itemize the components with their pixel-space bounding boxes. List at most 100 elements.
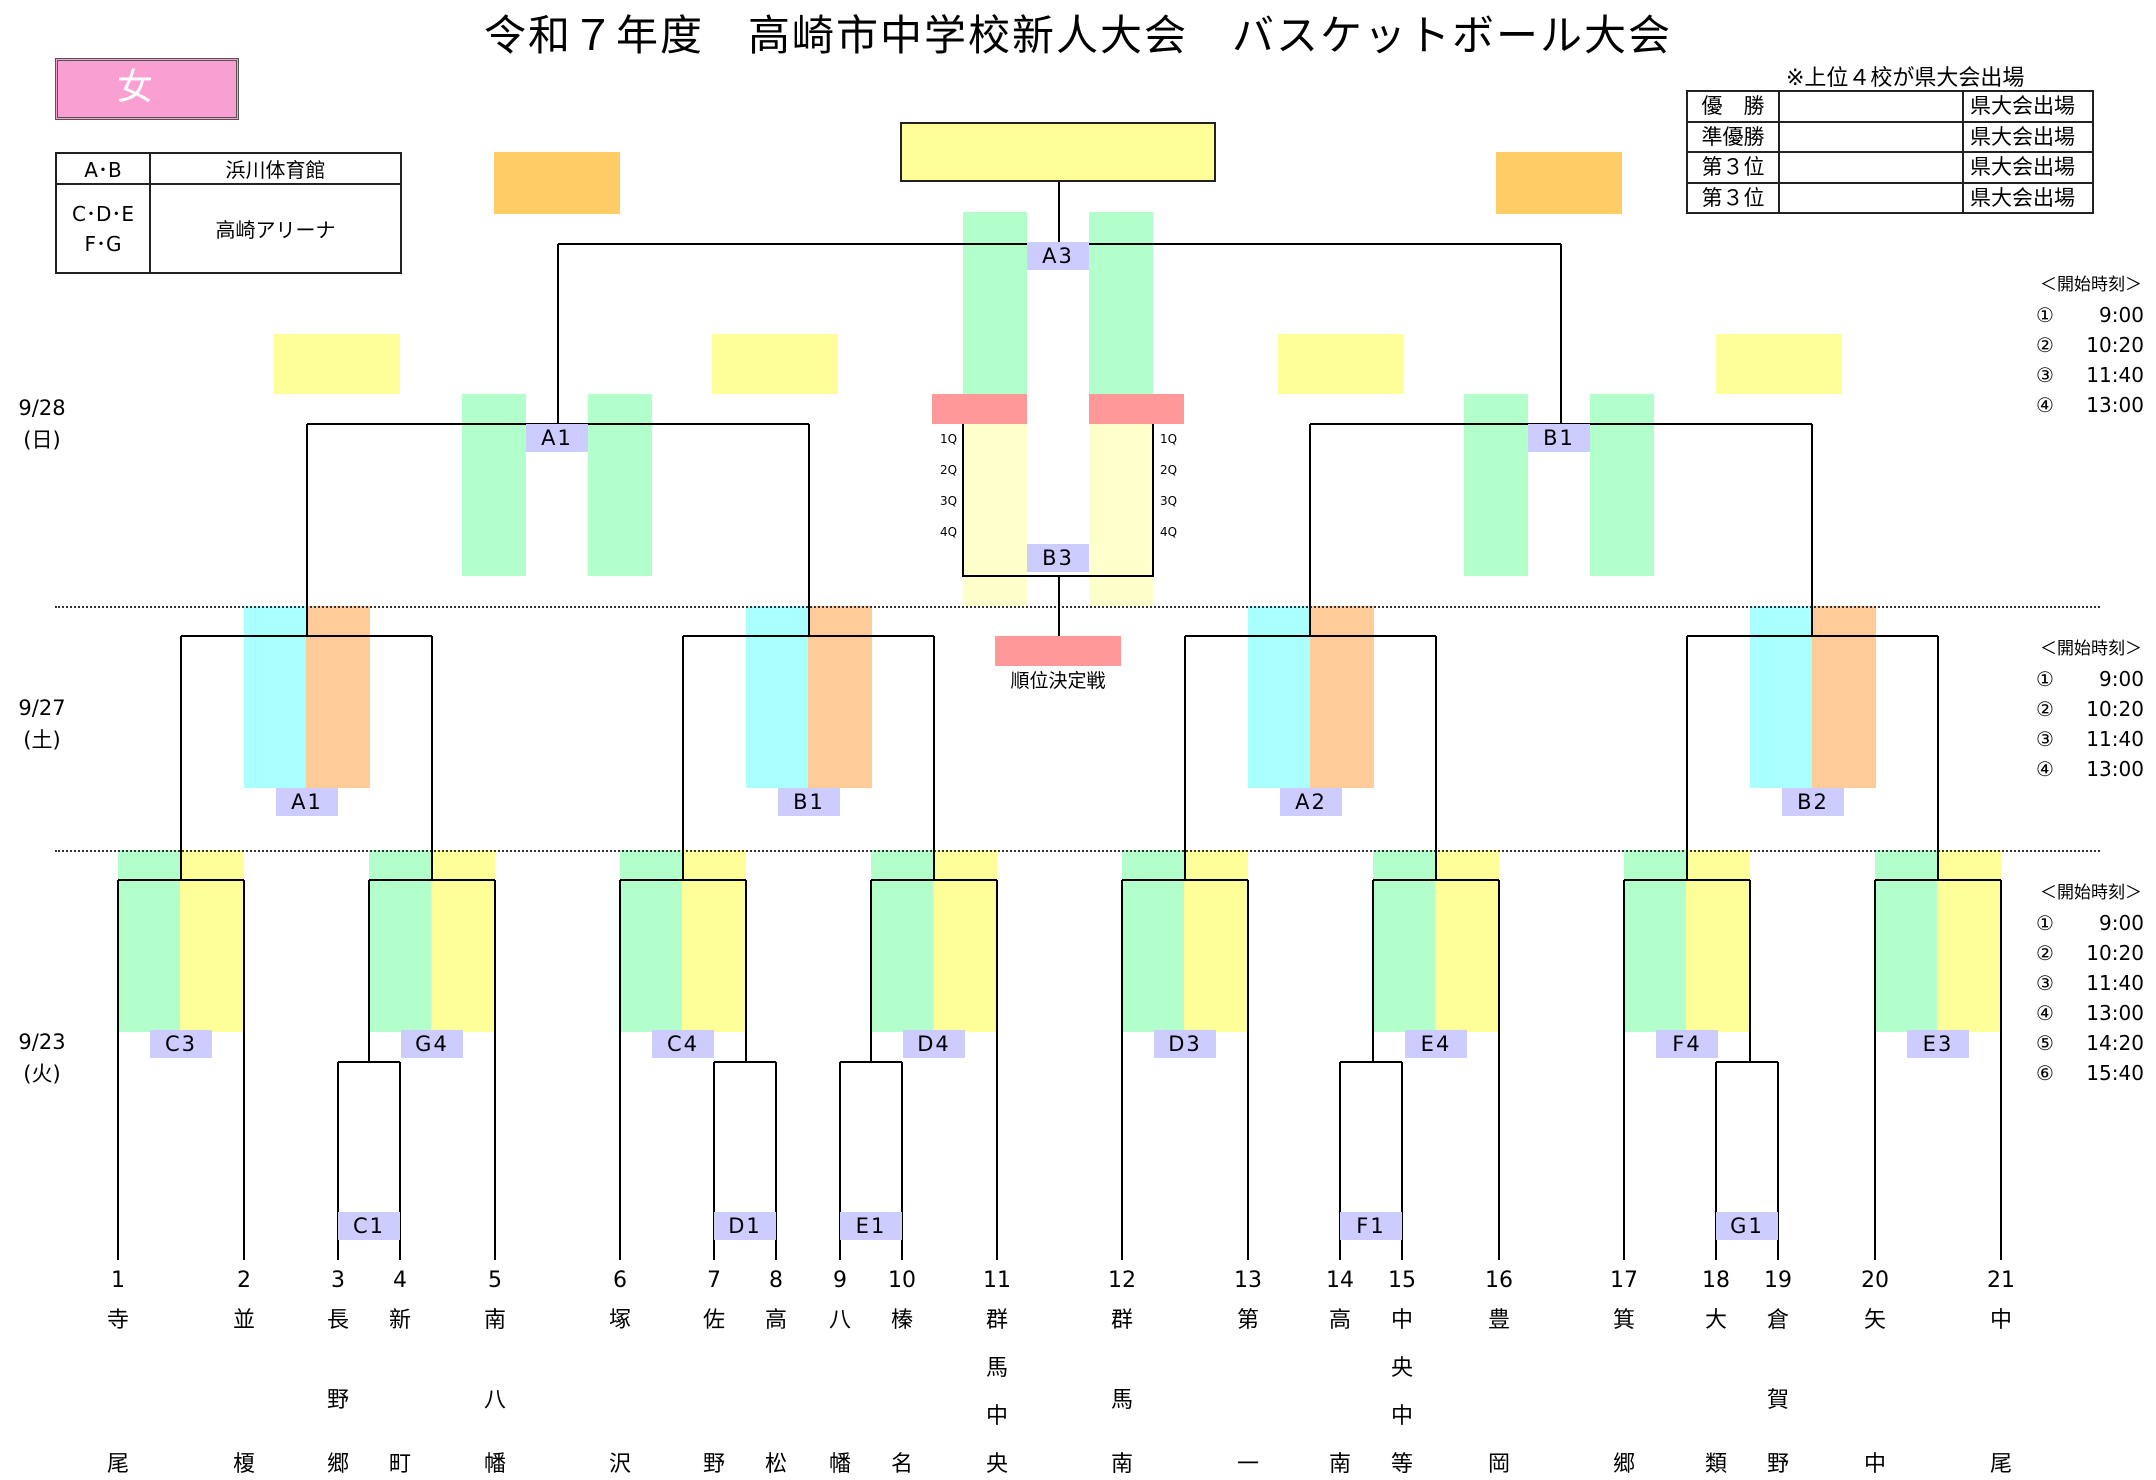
day-separator: [55, 606, 2100, 608]
start-times-title: ＜開始時刻＞: [2040, 275, 2142, 295]
quarter-label: 1Q: [1160, 432, 1178, 446]
game-label-r2: C3: [150, 1030, 212, 1058]
team-name-char: 大: [1704, 1308, 1727, 1333]
day-label: 9/28(日): [12, 392, 72, 456]
time-row: ⑤ 14:20: [2036, 1031, 2144, 1055]
team-name-char: 寺: [106, 1308, 129, 1333]
team-number: 3: [331, 1268, 345, 1293]
date: 9/23: [18, 1030, 66, 1054]
third-place-box: [995, 636, 1121, 666]
team-number: 5: [488, 1268, 502, 1293]
third-place-label: 順位決定戦: [1010, 670, 1106, 692]
day-separator: [55, 850, 2100, 852]
game-label-final: A3: [1027, 242, 1089, 270]
team-number: 14: [1326, 1268, 1354, 1293]
time-row: ⑥ 15:40: [2036, 1061, 2144, 1085]
team-name-char: 一: [1236, 1452, 1259, 1477]
time-row: ③ 11:40: [2036, 727, 2144, 751]
quarter-label: 4Q: [940, 525, 958, 539]
team-name-char: 町: [388, 1452, 411, 1477]
weekday: (火): [23, 1062, 61, 1086]
team-name-char: 賀: [1766, 1388, 1789, 1413]
game-label-r2: E3: [1907, 1030, 1969, 1058]
rank-note: 県大会出場: [1962, 181, 2094, 214]
qf-line: [1184, 635, 1437, 880]
team-name-char: 央: [1390, 1356, 1413, 1381]
quarter-label: 2Q: [940, 463, 958, 477]
team-number: 18: [1702, 1268, 1730, 1293]
score-box-right: [1496, 152, 1622, 214]
team-column: 14 高南: [1320, 1268, 1360, 1478]
start-times-day1: ＜開始時刻＞ ① 9:00 ② 10:20 ③ 11:40 ④ 13:00 ⑤ …: [2036, 878, 2144, 1088]
rank-team: [1778, 120, 1964, 153]
rank-label: 第３位: [1686, 151, 1780, 184]
team-number: 19: [1764, 1268, 1792, 1293]
quarter-label: 3Q: [1160, 494, 1178, 508]
team-number: 11: [983, 1268, 1011, 1293]
team-name-char: 央: [985, 1452, 1008, 1477]
team-name-char: 郷: [1612, 1452, 1635, 1477]
team-name-char: 佐: [702, 1308, 725, 1333]
rank-label: 準優勝: [1686, 120, 1780, 153]
rank-team: [1778, 181, 1964, 214]
team-name-char: 幡: [483, 1452, 506, 1477]
rank-label: 第３位: [1686, 181, 1780, 214]
results-table: 優 勝県大会出場 準優勝県大会出場 第３位県大会出場 第３位県大会出場: [1686, 90, 2094, 214]
start-times-title: ＜開始時刻＞: [2040, 639, 2142, 659]
category-label: 女 子: [55, 58, 239, 162]
quarter-label: 3Q: [940, 494, 958, 508]
team-name-char: 並: [232, 1308, 255, 1333]
team-name-char: 南: [1328, 1452, 1351, 1477]
score-box: [274, 334, 400, 394]
team-name-char: 高: [1328, 1308, 1351, 1333]
score-box: [1716, 334, 1842, 394]
score-column: [963, 212, 1027, 394]
team-name-char: 八: [483, 1388, 506, 1413]
score-box: [712, 334, 838, 394]
quarter-label: 1Q: [940, 432, 958, 446]
score-box: [1278, 334, 1404, 394]
semi-left-line: [306, 423, 810, 636]
team-number: 1: [111, 1268, 125, 1293]
venue-table: A･B 浜川体育館 C･D･E F･G 高崎アリーナ: [55, 152, 402, 274]
score-box-left: [494, 152, 620, 214]
venue-place: 浜川体育館: [149, 152, 402, 185]
qf-line: [1686, 635, 1939, 880]
game-label-r2: D3: [1154, 1030, 1216, 1058]
game-label-semi: B1: [1528, 424, 1590, 452]
rank-label: 優 勝: [1686, 90, 1780, 123]
team-name-char: 群: [1110, 1308, 1133, 1333]
team-name-char: 榛: [890, 1308, 913, 1333]
team-number: 17: [1610, 1268, 1638, 1293]
team-name-char: 倉: [1766, 1308, 1789, 1333]
team-number: 16: [1485, 1268, 1513, 1293]
venue-games: C･D･E F･G: [55, 183, 151, 274]
team-number: 12: [1108, 1268, 1136, 1293]
team-name-char: 岡: [1487, 1452, 1510, 1477]
time-row: ④ 13:00: [2036, 393, 2144, 417]
game-label-r1: C1: [338, 1212, 400, 1240]
time-row: ① 9:00: [2036, 303, 2144, 327]
rank-note: 県大会出場: [1962, 151, 2094, 184]
team-name-char: 南: [1110, 1452, 1133, 1477]
game-label-r1: F1: [1340, 1212, 1402, 1240]
date: 9/27: [18, 696, 66, 720]
day-label: 9/27(土): [12, 692, 72, 756]
team-name-char: 野: [326, 1388, 349, 1413]
page-title: 令和７年度 高崎市中学校新人大会 バスケットボール大会: [483, 11, 1672, 60]
venue-place: 高崎アリーナ: [149, 183, 402, 274]
game-label-qf: B2: [1782, 788, 1844, 816]
team-name-char: 中: [985, 1404, 1008, 1429]
time-row: ① 9:00: [2036, 667, 2144, 691]
time-row: ① 9:00: [2036, 911, 2144, 935]
